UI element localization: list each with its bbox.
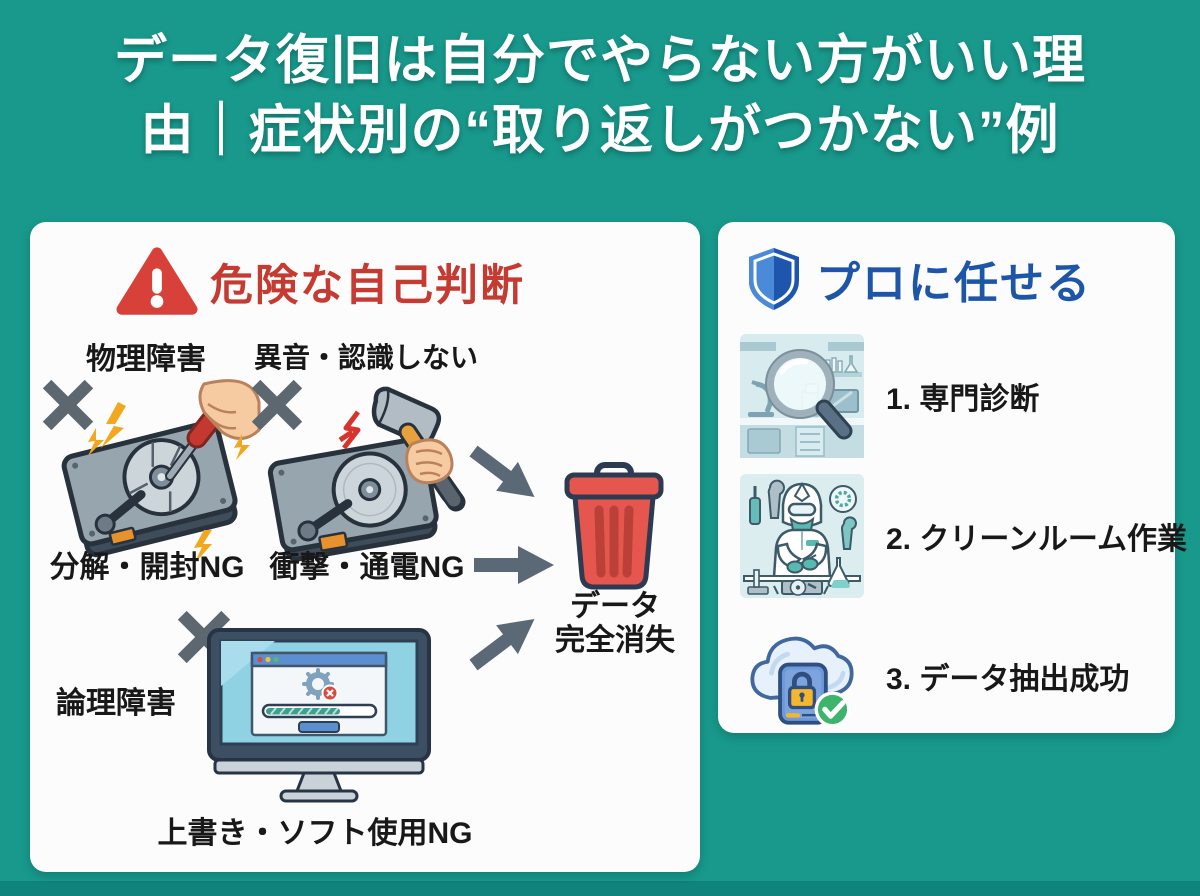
gear-error-icon (302, 668, 339, 702)
pro-panel-title: プロに任せる (816, 259, 1092, 308)
noise-failure-label: 異音・認識しない (254, 342, 479, 373)
arrow-icon (469, 619, 535, 671)
arrow-icon (474, 546, 554, 584)
cleanroom-technician-illustration (740, 474, 864, 598)
pro-step-label-3: 3. データ抽出成功 (886, 663, 1130, 696)
hdd-hammer-hand-illustration (267, 386, 466, 562)
pro-panel-header: プロに任せる (744, 244, 1092, 314)
pro-panel: プロに任せる (718, 222, 1187, 733)
hdd-screwdriver-hand-illustration (61, 379, 261, 564)
logical-failure-label: 論理障害 (56, 687, 176, 720)
lab-magnifier-illustration (740, 334, 864, 458)
overwrite-caption: 上書き・ソフト使用NG (157, 817, 473, 850)
data-loss-result-label: データ 完全消失 (535, 590, 695, 657)
danger-panel-header: 危険な自己判断 (116, 244, 525, 320)
x-mark-icon (252, 380, 302, 430)
cloud-lock-success-illustration (750, 636, 854, 727)
danger-panel: 危険な自己判断 物理障害 異音・認識しない (30, 222, 700, 872)
page-title-line2: 由｜症状別の“取り返しがつかない”例 (140, 100, 1060, 160)
page-title: データ復旧は自分でやらない方がいい理 由｜症状別の“取り返しがつかない”例 (0, 26, 1200, 166)
pro-step-label-1: 1. 専門診断 (886, 383, 1040, 416)
data-loss-line2: 完全消失 (555, 623, 675, 657)
pro-step-row-3: 3. データ抽出成功 (740, 612, 1153, 740)
danger-panel-title: 危険な自己判断 (210, 262, 525, 310)
monitor-error-progress-illustration (207, 628, 431, 803)
physical-failure-label: 物理障害 (86, 343, 206, 376)
warning-triangle-icon (116, 247, 198, 315)
bottom-accent-strip (0, 881, 1200, 896)
pro-step-label-2: 2. クリーンルーム作業 (886, 523, 1187, 556)
pro-step-row-2: 2. クリーンルーム作業 (740, 472, 1187, 600)
page-title-line1: データ復旧は自分でやらない方がいい理 (114, 31, 1086, 90)
data-loss-line1: データ (570, 590, 660, 623)
x-mark-icon (43, 380, 93, 430)
disassembly-caption: 分解・開封NG (49, 551, 245, 584)
arrow-icon (469, 445, 535, 497)
shield-icon (749, 248, 799, 310)
trash-can-icon (564, 462, 664, 590)
impact-caption: 衝撃・通電NG (269, 551, 465, 584)
pro-step-row-1: 1. 専門診断 (740, 332, 1153, 460)
